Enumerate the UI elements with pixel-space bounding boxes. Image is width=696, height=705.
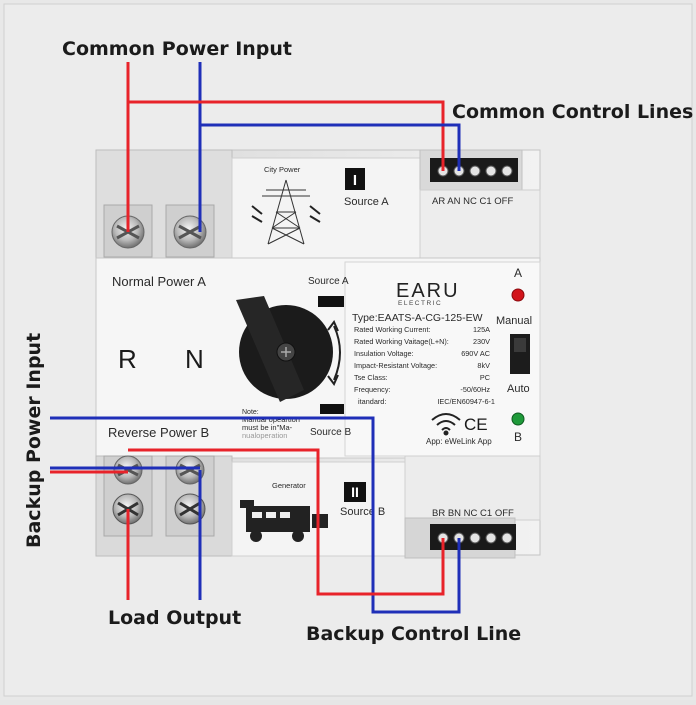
- spec-label: Impact-Resistant Voltage:: [354, 361, 437, 370]
- spec-label: Insulation Voltage:: [354, 349, 414, 358]
- bottom-screw-2: [175, 455, 205, 485]
- manual-label: Manual: [496, 315, 532, 327]
- source-b-panel-label: Source B: [310, 427, 351, 438]
- spec-value: 230V: [473, 337, 490, 346]
- n-label: N: [185, 344, 204, 374]
- spec-value: -50/60Hz: [460, 385, 490, 394]
- roman-two-label: II: [351, 484, 359, 500]
- indicator-b-label: B: [514, 430, 522, 444]
- top-terminal-labels: AR AN NC C1 OFF: [432, 196, 513, 207]
- brand-subtitle: ELECTRIC: [398, 300, 442, 307]
- led-green-indicator: [511, 412, 525, 426]
- spec-value: IEC/EN60947-6-1: [437, 397, 495, 406]
- switch-lever: [514, 338, 526, 352]
- load-output-label: Load Output: [108, 607, 241, 629]
- spec-label: Rated Working Current:: [354, 325, 431, 334]
- generator-icon: [240, 500, 328, 542]
- top-label-block: [231, 157, 421, 259]
- source-b-bottom-label: Source B: [340, 506, 385, 518]
- spec-table: Rated Working Current: 125A Rated Workin…: [354, 325, 495, 406]
- note-line-3: nualoperation: [242, 431, 287, 440]
- spec-value: 125A: [473, 325, 490, 334]
- roman-one-badge: [345, 168, 365, 190]
- spec-label: Rated Working Vaitage(L+N):: [354, 337, 449, 346]
- bottom-screw-1: [113, 455, 143, 485]
- backup-control-line-label: Backup Control Line: [306, 623, 521, 645]
- backup-power-input-label: Backup Power Input: [23, 333, 45, 548]
- backup-control-live-wire: [128, 448, 445, 596]
- brand-logo: EARU: [396, 280, 460, 302]
- app-label: App: eWeLink App: [426, 437, 492, 446]
- rotary-selector-handle[interactable]: [236, 296, 333, 402]
- spec-value: 8kV: [477, 361, 490, 370]
- reverse-power-b-label: Reverse Power B: [108, 425, 209, 440]
- generator-label: Generator: [272, 481, 306, 490]
- source-a-panel-label: Source A: [308, 276, 349, 287]
- spec-value: 690V AC: [461, 349, 490, 358]
- auto-label: Auto: [507, 383, 530, 395]
- ats-device: City Power I Source A AR AN NC C1 OFF No…: [95, 149, 541, 559]
- r-label: R: [118, 344, 137, 374]
- bottom-terminal-labels: BR BN NC C1 OFF: [432, 508, 514, 519]
- roman-one-label: I: [353, 172, 357, 189]
- indicator-a-label: A: [514, 266, 522, 280]
- common-power-input-label: Common Power Input: [62, 38, 292, 60]
- roman-two-badge: [344, 482, 366, 502]
- note-title: Note:: [242, 409, 259, 416]
- transmission-tower-icon: [251, 179, 321, 245]
- top-screw-2: [173, 215, 207, 249]
- normal-power-a-label: Normal Power A: [112, 274, 206, 289]
- led-red-indicator: [511, 288, 525, 302]
- type-line: Type:EAATS-A-CG-125-EW: [352, 312, 483, 324]
- bottom-screw-4: [174, 493, 206, 525]
- spec-value: PC: [480, 373, 490, 382]
- backup-neutral-wire: [50, 416, 461, 614]
- common-control-lines-label: Common Control Lines: [452, 101, 693, 123]
- wiring: [50, 62, 461, 614]
- wifi-icon: [431, 413, 461, 436]
- info-face: [344, 261, 541, 457]
- spec-label: Frequency:: [354, 385, 391, 394]
- bottom-control-screws: [437, 532, 513, 544]
- control-neutral-wire-an: [200, 123, 461, 171]
- spec-label: itandard:: [358, 397, 386, 406]
- control-live-wire-ar: [128, 100, 445, 171]
- source-a-top-label: Source A: [344, 196, 389, 208]
- city-power-label: City Power: [264, 165, 301, 174]
- source-b-window: [320, 404, 344, 414]
- rotation-arrow-icon: [327, 320, 341, 386]
- note-line-2: must be in"Ma-: [242, 423, 293, 432]
- source-a-window: [318, 296, 344, 307]
- spec-label: Tse Class:: [354, 373, 388, 382]
- ce-mark: CE: [464, 415, 488, 434]
